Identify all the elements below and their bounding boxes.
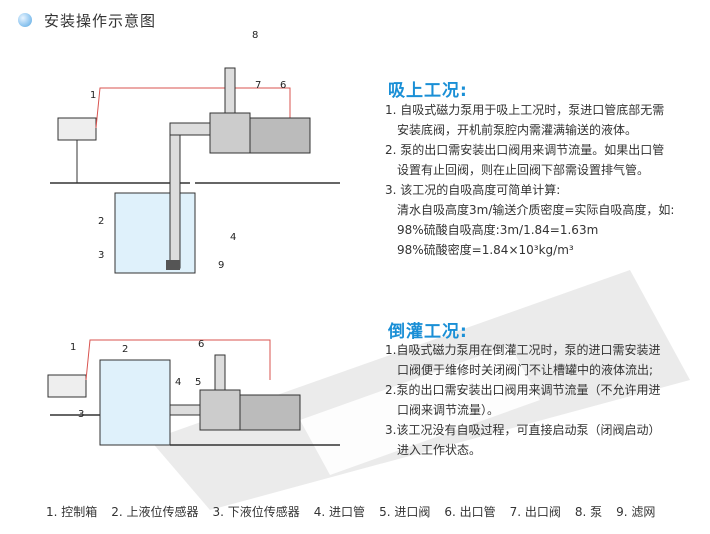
note-line: 3.该工况没有自吸过程，可直接启动泵（闭阀启动） bbox=[385, 423, 661, 437]
part-number-label: 1 bbox=[90, 90, 96, 101]
pump-icon bbox=[209, 112, 251, 154]
tank bbox=[114, 192, 196, 274]
diagram-shape bbox=[169, 122, 211, 136]
legend-item: 1. 控制箱 bbox=[46, 505, 98, 519]
note-line: 98%硫酸自吸高度:3m/1.84=1.63m bbox=[397, 223, 599, 237]
page-title: 安装操作示意图 bbox=[44, 12, 157, 30]
part-number-label: 8 bbox=[252, 30, 258, 41]
legend-item: 8. 泵 bbox=[574, 505, 603, 519]
part-number-label: 2 bbox=[122, 344, 128, 355]
legend-item: 6. 出口管 bbox=[444, 505, 496, 519]
part-number-label: 6 bbox=[198, 339, 204, 350]
strainer-icon bbox=[166, 260, 180, 270]
part-number-label: 4 bbox=[230, 232, 236, 243]
part-number-label: 2 bbox=[98, 216, 104, 227]
legend-item: 2. 上液位传感器 bbox=[111, 505, 199, 519]
parts-legend: 1. 控制箱 2. 上液位传感器 3. 下液位传感器 4. 进口管 5. 进口阀… bbox=[46, 503, 669, 520]
flooded-heading: 倒灌工况: bbox=[388, 322, 468, 342]
note-line: 安装底阀，开机前泵腔内需灌满输送的液体。 bbox=[397, 123, 638, 137]
part-number-label: 6 bbox=[280, 80, 286, 91]
pump-icon bbox=[199, 389, 241, 431]
note-line: 2. 泵的出口需安装出口阀用来调节流量。如果出口管 bbox=[385, 143, 665, 157]
note-line: 设置有止回阀，则在止回阀下部需设置排气管。 bbox=[397, 163, 650, 177]
note-line: 清水自吸高度3m/输送介质密度=实际自吸高度，如: bbox=[397, 203, 675, 217]
legend-item: 5. 进口阀 bbox=[379, 505, 431, 519]
legend-item: 7. 出口阀 bbox=[509, 505, 561, 519]
suction-diagram: 1 2 3 4 6 7 8 9 bbox=[50, 30, 340, 274]
part-number-label: 9 bbox=[218, 260, 224, 271]
motor-icon bbox=[239, 394, 301, 431]
part-number-label: 7 bbox=[255, 80, 261, 91]
outlet-pipe bbox=[224, 67, 236, 114]
inlet-pipe bbox=[169, 404, 201, 416]
note-line: 口阀来调节流量）。 bbox=[397, 403, 500, 417]
watermark-logo bbox=[150, 270, 690, 510]
part-number-label: 3 bbox=[98, 250, 104, 261]
outlet-pipe bbox=[214, 354, 226, 391]
legend-item: 4. 进口管 bbox=[313, 505, 366, 519]
note-line: 口阀便于维修时关闭阀门不让槽罐中的液体流出; bbox=[397, 363, 654, 377]
flooded-notes: 1.自吸式磁力泵用在倒灌工况时，泵的进口需安装进 口阀便于维修时关闭阀门不让槽罐… bbox=[385, 340, 660, 460]
inlet-pipe bbox=[169, 127, 181, 269]
legend-item: 9. 滤网 bbox=[616, 505, 656, 519]
note-line: 2.泵的出口需安装出口阀用来调节流量（不允许用进 bbox=[385, 383, 661, 397]
part-number-label: 1 bbox=[70, 342, 76, 353]
note-line: 1.自吸式磁力泵用在倒灌工况时，泵的进口需安装进 bbox=[385, 343, 661, 357]
legend-item: 3. 下液位传感器 bbox=[212, 505, 300, 519]
suction-heading: 吸上工况: bbox=[388, 81, 468, 101]
note-line: 1. 自吸式磁力泵用于吸上工况时，泵进口管底部无需 bbox=[385, 103, 665, 117]
control-box-icon bbox=[57, 117, 97, 141]
flooded-diagram: 1 2 3 4 5 6 bbox=[47, 339, 340, 446]
title-bullet-icon bbox=[18, 13, 32, 27]
control-box-icon bbox=[47, 374, 87, 398]
tank bbox=[99, 359, 171, 446]
note-line: 3. 该工况的自吸高度可简单计算: bbox=[385, 183, 561, 197]
motor-icon bbox=[249, 117, 311, 154]
diagram-shape bbox=[85, 339, 271, 381]
part-number-label: 5 bbox=[195, 377, 201, 388]
note-line: 98%硫酸密度=1.84×10³kg/m³ bbox=[397, 243, 574, 257]
suction-notes: 1. 自吸式磁力泵用于吸上工况时，泵进口管底部无需 安装底阀，开机前泵腔内需灌满… bbox=[385, 100, 674, 260]
part-number-label: 4 bbox=[175, 377, 181, 388]
diagram-shape bbox=[300, 345, 540, 475]
part-number-label: 3 bbox=[78, 409, 84, 420]
wire bbox=[95, 87, 291, 129]
note-line: 进入工作状态。 bbox=[397, 443, 482, 457]
